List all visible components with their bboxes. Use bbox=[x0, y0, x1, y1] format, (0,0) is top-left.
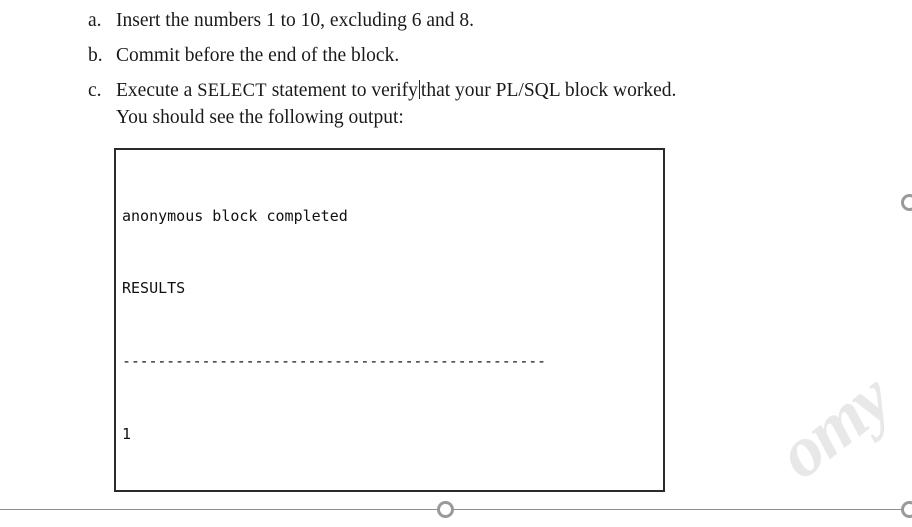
list-item-body-b: Commit before the end of the block. bbox=[116, 43, 786, 69]
list-item: b. Commit before the end of the block. bbox=[86, 43, 786, 69]
output-separator: ----------------------------------------… bbox=[122, 352, 546, 371]
list-item-body-a: Insert the numbers 1 to 10, excluding 6 … bbox=[116, 8, 786, 34]
sql-output-box: anonymous block completed RESULTS ------… bbox=[114, 148, 665, 492]
text-before-keyword: Execute a bbox=[116, 80, 198, 101]
sql-output-content: anonymous block completed RESULTS ------… bbox=[116, 150, 663, 490]
list-marker-b: b. bbox=[88, 45, 103, 66]
list-marker-a: a. bbox=[88, 10, 102, 31]
output-status-line: anonymous block completed bbox=[122, 206, 348, 225]
text-after-keyword: statement to verify bbox=[266, 80, 418, 101]
list-item: a. Insert the numbers 1 to 10, excluding… bbox=[86, 8, 786, 34]
instruction-list: a. Insert the numbers 1 to 10, excluding… bbox=[86, 8, 786, 140]
list-item-line: Insert the numbers 1 to 10, excluding 6 … bbox=[116, 10, 474, 31]
output-column-header: RESULTS bbox=[122, 279, 186, 298]
list-item-line: You should see the following output: bbox=[116, 107, 404, 128]
list-marker-c: c. bbox=[88, 80, 102, 101]
text-after-caret: that your PL/SQL block worked. bbox=[420, 80, 677, 101]
page-edge-handle-top-icon[interactable] bbox=[901, 194, 912, 211]
page-separator-rule bbox=[0, 509, 912, 510]
watermark-text: omy bbox=[762, 358, 905, 494]
text-caret bbox=[418, 80, 420, 99]
list-item-line: Commit before the end of the block. bbox=[116, 45, 400, 66]
page-edge-handle-bottom-icon[interactable] bbox=[901, 501, 912, 518]
output-row: 1 bbox=[122, 425, 132, 444]
page-separator-handle-icon[interactable] bbox=[437, 501, 454, 518]
sql-keyword-select: SELECT bbox=[197, 81, 267, 101]
